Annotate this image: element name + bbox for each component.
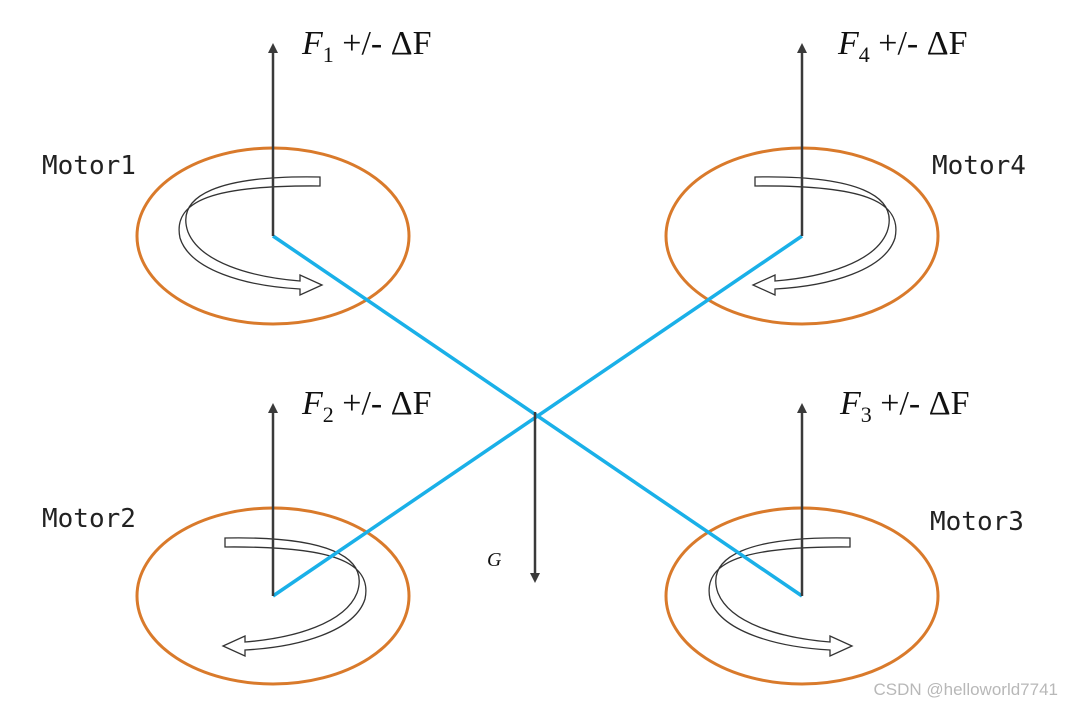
motor1-rotation-arrow-icon bbox=[178, 176, 324, 297]
watermark: CSDN @helloworld7741 bbox=[873, 680, 1058, 699]
motor1-force-label: F1 +/- ΔF bbox=[301, 25, 432, 67]
frame-arm-motor4-motor2 bbox=[272, 234, 803, 598]
motor4-force-label: F4 +/- ΔF bbox=[837, 25, 968, 67]
motor3-label: Motor3 bbox=[930, 507, 1024, 537]
motor2-label: Motor2 bbox=[42, 504, 136, 534]
motor3-force-label: F3 +/- ΔF bbox=[839, 385, 970, 427]
motor4-rotation-arrow-icon bbox=[751, 176, 897, 297]
motor4-label: Motor4 bbox=[932, 151, 1026, 181]
motor3-rotation-arrow-icon bbox=[708, 537, 854, 658]
motor1-label: Motor1 bbox=[42, 151, 136, 181]
gravity-label: G bbox=[487, 549, 502, 571]
motor2-force-label: F2 +/- ΔF bbox=[301, 385, 432, 427]
motor2-rotation-arrow-icon bbox=[221, 537, 367, 658]
